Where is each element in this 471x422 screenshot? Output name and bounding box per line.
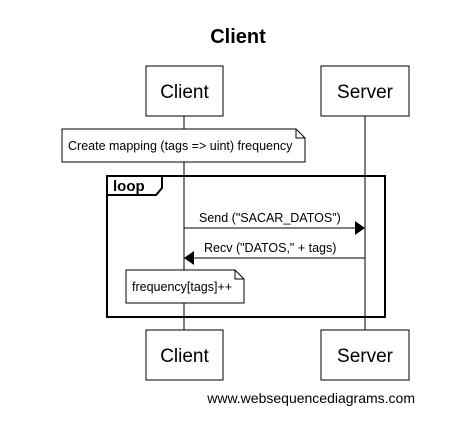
message-recv: Recv ("DATOS," + tags) — [184, 241, 365, 265]
note-frequency-label: frequency[tags]++ — [132, 280, 232, 294]
participant-server-top: Server — [320, 65, 410, 117]
watermark-link[interactable]: www.websequencediagrams.com — [206, 390, 415, 406]
participant-client-top: Client — [145, 65, 224, 117]
loop-label: loop — [113, 178, 145, 195]
message-send: Send ("SACAR_DATOS") — [184, 211, 365, 235]
note-create-mapping: Create mapping (tags => uint) frequency — [61, 128, 306, 163]
note-create-mapping-label: Create mapping (tags => uint) frequency — [68, 139, 293, 153]
participant-server-bottom-label: Server — [337, 346, 394, 367]
note-frequency: frequency[tags]++ — [125, 269, 245, 304]
message-send-label: Send ("SACAR_DATOS") — [199, 211, 341, 225]
loop-frame: loop — [106, 175, 386, 318]
participant-client-bottom: Client — [145, 329, 224, 381]
participant-client-top-label: Client — [160, 82, 209, 103]
message-send-arrowhead — [355, 221, 365, 235]
message-recv-arrowhead — [184, 251, 194, 265]
message-recv-label: Recv ("DATOS," + tags) — [204, 241, 336, 255]
participant-server-top-label: Server — [337, 82, 394, 103]
diagram-title: Client — [210, 26, 266, 48]
participant-server-bottom: Server — [320, 329, 410, 381]
participant-client-bottom-label: Client — [160, 346, 209, 367]
